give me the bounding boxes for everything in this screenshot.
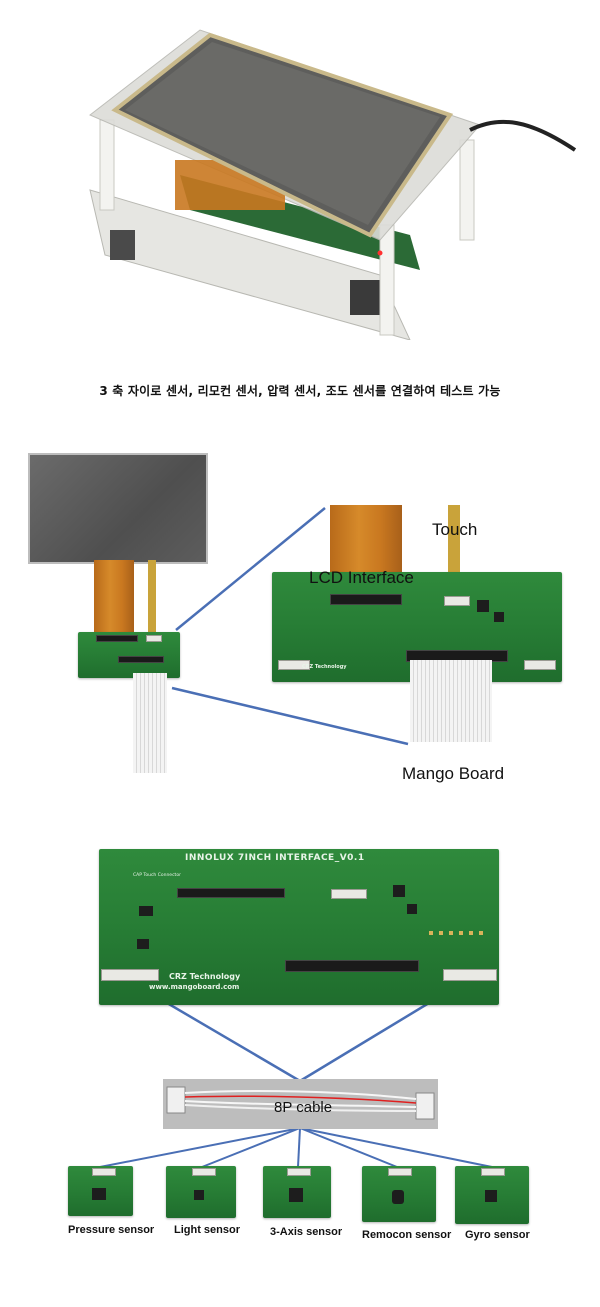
mango-board-label: Mango Board bbox=[402, 764, 505, 783]
3-axis-sensor-board bbox=[263, 1166, 331, 1218]
light-sensor-board bbox=[166, 1166, 236, 1218]
gyro-sensor-label: Gyro sensor bbox=[465, 1229, 530, 1241]
touch-label: Touch bbox=[432, 520, 478, 539]
lcd-panel bbox=[28, 453, 208, 564]
pressure-sensor-label: Pressure sensor bbox=[68, 1224, 155, 1236]
ribbon-cable-small bbox=[133, 673, 167, 773]
cable-label: 8P cable bbox=[274, 1099, 333, 1116]
remocon-sensor-label: Remocon sensor bbox=[362, 1229, 452, 1241]
small-interface-board bbox=[78, 632, 180, 678]
remocon-sensor-board bbox=[362, 1166, 436, 1222]
pressure-sensor-board bbox=[68, 1166, 133, 1216]
zoom-ribbon-cable bbox=[410, 660, 492, 742]
lcd-interface-label: LCD Interface bbox=[309, 568, 414, 587]
lcd-flex-cable bbox=[94, 560, 134, 635]
touch-flex-cable bbox=[148, 560, 156, 635]
website-text: www.mangoboard.com bbox=[149, 983, 240, 991]
large-interface-board: INNOLUX 7INCH INTERFACE_V0.1 CAP Touch C… bbox=[99, 849, 499, 1005]
assembled-board-photo bbox=[80, 20, 580, 341]
assembled-board-illustration bbox=[89, 29, 577, 341]
zoom-company-text: CRZ Technology bbox=[302, 664, 347, 670]
caption-text: 3 축 자이로 센서, 리모컨 센서, 압력 센서, 조도 센서를 연결하여 테… bbox=[99, 384, 501, 398]
gyro-sensor-board bbox=[455, 1166, 529, 1224]
company-text: CRZ Technology bbox=[169, 972, 241, 981]
zoom-lcd-flex bbox=[330, 505, 402, 585]
3-axis-sensor-label: 3-Axis sensor bbox=[270, 1226, 343, 1238]
board-title-text: INNOLUX 7INCH INTERFACE_V0.1 bbox=[185, 853, 365, 863]
touch-connector-text: CAP Touch Connector bbox=[133, 873, 181, 878]
cable-wires bbox=[166, 1086, 435, 1120]
cable-photo bbox=[163, 1079, 438, 1129]
light-sensor-label: Light sensor bbox=[174, 1224, 241, 1236]
